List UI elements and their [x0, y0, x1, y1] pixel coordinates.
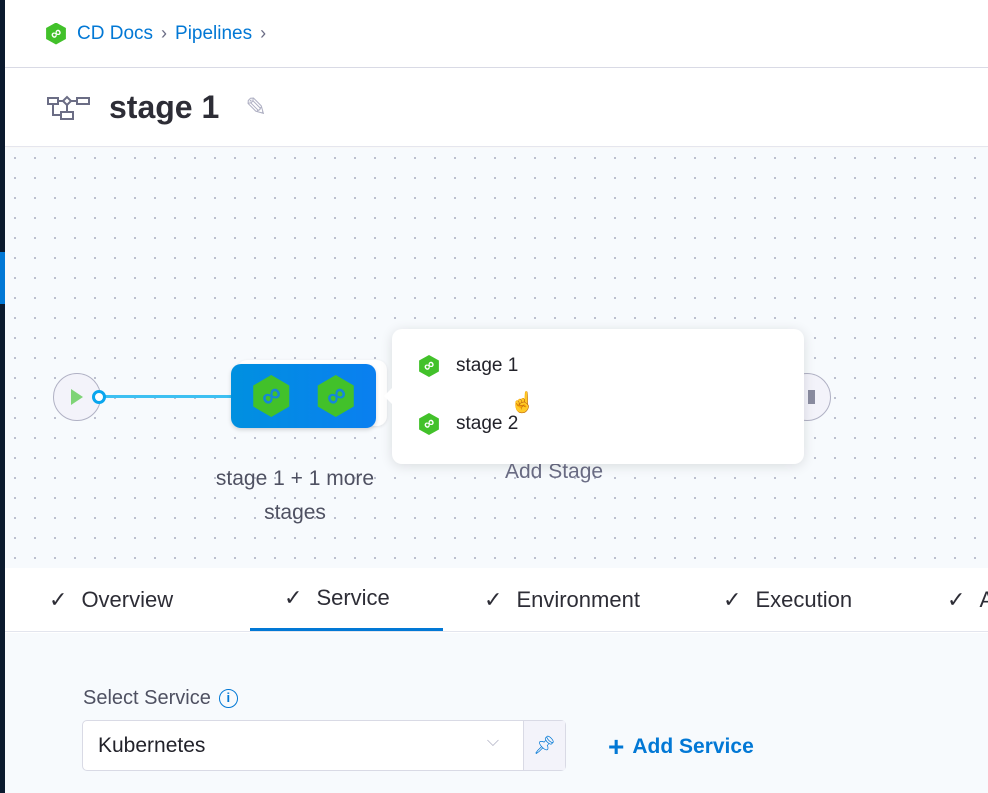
check-icon: ✓ [49, 586, 68, 612]
chevron-right-icon: › [161, 23, 168, 43]
tab-service[interactable]: ✓ Service [250, 568, 443, 631]
check-icon: ✓ [284, 585, 303, 610]
tab-overview[interactable]: ✓ Overview [49, 568, 173, 631]
popover-item-label: stage 2 [456, 413, 519, 434]
service-select-value: Kubernetes [98, 733, 206, 757]
tab-label: A [979, 586, 988, 612]
connector-line [105, 395, 235, 398]
service-select[interactable]: Kubernetes ⌵ 📌︎ [82, 720, 566, 771]
breadcrumb-cd-docs[interactable]: CD Docs [77, 22, 154, 44]
breadcrumb-pipelines[interactable]: Pipelines [175, 22, 253, 44]
deploy-stage-icon [419, 413, 439, 435]
tab-execution[interactable]: ✓ Execution [723, 568, 852, 631]
chevron-right-icon: › [260, 23, 267, 43]
connector-port[interactable] [92, 390, 106, 404]
pipeline-icon [47, 95, 90, 120]
tab-advanced[interactable]: ✓A [947, 568, 988, 631]
select-service-label: Select Service i [83, 687, 238, 710]
stage-tabs: ✓ Overview ✓ Service ✓ Environment ✓ Executi… [5, 568, 988, 632]
popover-item-stage-2[interactable]: stage 2 [418, 413, 518, 435]
add-service-label: Add Service [632, 735, 754, 758]
popover-item-stage-1[interactable]: stage 1 ☝ [418, 355, 535, 414]
title-bar: stage 1 ✎ [5, 69, 988, 147]
deploy-stage-icon [253, 375, 290, 417]
check-icon: ✓ [723, 586, 742, 612]
deploy-stage-icon [317, 375, 354, 417]
nav-active-indicator [0, 252, 5, 304]
check-icon: ✓ [947, 586, 966, 612]
info-icon[interactable]: i [218, 689, 238, 708]
page-title: stage 1 [109, 89, 220, 125]
breadcrumb: CD Docs › Pipelines › [5, 0, 988, 68]
left-nav-strip [0, 0, 5, 793]
stage-group-popover: stage 1 ☝ stage 2 [384, 329, 804, 464]
plus-icon: + [608, 731, 625, 762]
hand-cursor-icon: ☝ [510, 392, 535, 414]
pipeline-canvas[interactable]: stage 1 + 1 more stages Add Stage stage … [5, 148, 988, 568]
tab-label: Service [316, 585, 390, 610]
cd-module-icon [46, 22, 66, 45]
add-stage-button[interactable]: Add Stage [505, 460, 604, 483]
label-text: Select Service [83, 687, 211, 709]
tab-label: Environment [516, 586, 640, 612]
add-service-button[interactable]: + Add Service [608, 731, 754, 763]
tab-label: Execution [755, 586, 853, 612]
check-icon: ✓ [484, 586, 503, 612]
deploy-stage-icon [419, 355, 439, 377]
pin-icon[interactable]: 📌︎ [523, 721, 565, 770]
stage-group-node[interactable] [231, 364, 376, 428]
stage-group-label: stage 1 + 1 more stages [215, 467, 375, 524]
chevron-down-icon[interactable]: ⌵ [486, 733, 499, 750]
tab-label: Overview [81, 586, 174, 612]
edit-pencil-icon[interactable]: ✎ [245, 92, 268, 122]
tab-environment[interactable]: ✓ Environment [484, 568, 640, 631]
service-panel: Select Service i Kubernetes ⌵ 📌︎ + Add Serv… [5, 633, 988, 793]
popover-item-label: stage 1 [456, 355, 519, 376]
